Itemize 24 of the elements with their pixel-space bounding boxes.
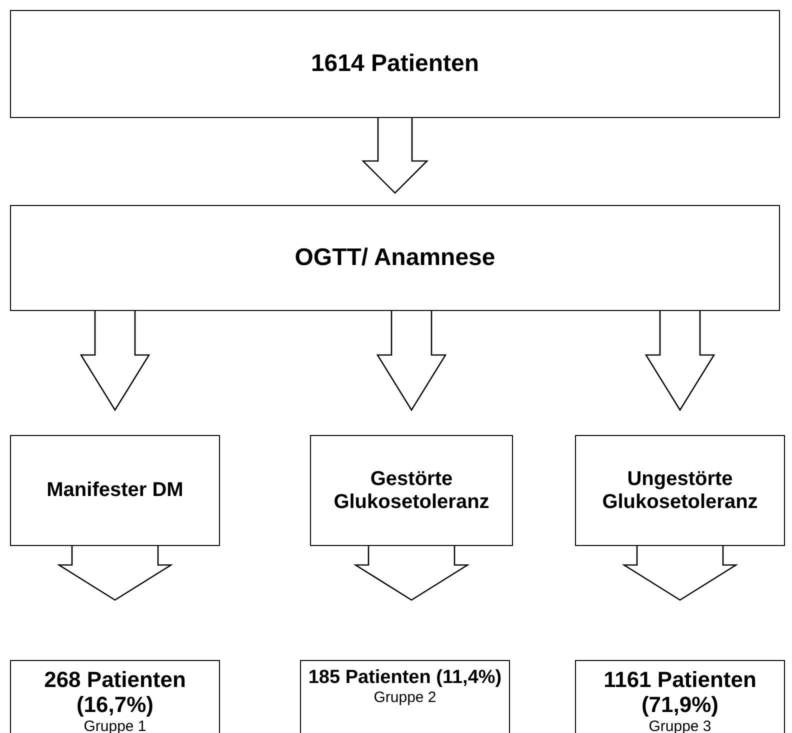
box-heading: 1161 Patienten (71,9%) xyxy=(602,667,758,718)
box-heading: 185 Patienten (11,4%) xyxy=(308,667,502,689)
process-box xyxy=(310,435,513,546)
block-arrow xyxy=(80,309,150,412)
process-box xyxy=(10,10,780,118)
box-heading: Manifester DM xyxy=(46,479,184,502)
block-arrow xyxy=(644,309,716,412)
process-box xyxy=(575,435,785,546)
block-arrow xyxy=(353,544,470,601)
box-heading: 1614 Patienten xyxy=(310,50,480,78)
box-heading: Ungestörte Glukosetoleranz xyxy=(601,468,759,514)
box-heading: OGTT/ Anamnese xyxy=(294,244,496,272)
process-box xyxy=(10,435,220,546)
block-arrow xyxy=(361,116,429,194)
process-box xyxy=(10,205,780,311)
box-heading: 268 Patienten (16,7%) xyxy=(43,667,187,718)
process-box xyxy=(575,660,785,733)
group-label: Gruppe 2 xyxy=(374,688,436,707)
process-box xyxy=(300,660,510,733)
box-heading: Gestörte Glukosetoleranz xyxy=(332,468,490,514)
block-arrow xyxy=(376,309,447,412)
block-arrow xyxy=(622,544,738,601)
process-box xyxy=(10,660,220,733)
block-arrow xyxy=(56,544,174,601)
